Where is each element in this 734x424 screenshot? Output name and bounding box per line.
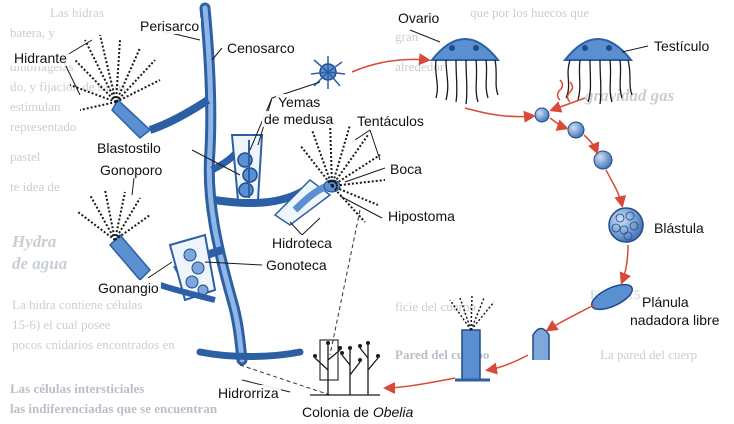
left-hydranth <box>70 35 160 138</box>
label-gonangio: Gonangio <box>96 280 161 296</box>
label-hidroteca: Hidroteca <box>270 235 334 251</box>
label-hipostoma: Hipostoma <box>386 208 457 224</box>
label-cenosarco: Cenosarco <box>225 40 297 56</box>
label-testiculo: Testículo <box>652 38 711 54</box>
colonia-prefix: Colonia de <box>302 404 373 420</box>
label-blastula: Blástula <box>652 220 706 236</box>
label-de-medusa: de medusa <box>262 111 335 127</box>
obelia-colony-inset <box>310 340 380 395</box>
label-perisarco: Perisarco <box>138 18 201 34</box>
label-nadadora-libre: nadadora libre <box>628 312 722 328</box>
central-gonangium <box>232 135 262 200</box>
male-medusa <box>565 39 632 104</box>
label-colonia-de-obelia: Colonia de Obelia <box>300 404 415 420</box>
label-yemas: Yemas <box>276 94 322 110</box>
colonia-genus: Obelia <box>373 404 413 420</box>
right-hydranth <box>275 120 385 225</box>
label-boca: Boca <box>388 161 424 177</box>
label-tentaculos: Tentáculos <box>355 113 426 129</box>
label-blastostilo: Blastostilo <box>95 140 163 156</box>
label-hidrante: Hidrante <box>12 50 69 66</box>
medusa-bud <box>311 56 345 89</box>
label-gonoteca: Gonoteca <box>264 257 329 273</box>
label-gonoporo: Gonoporo <box>98 162 164 178</box>
developmental-stages <box>450 80 643 380</box>
label-ovario: Ovario <box>396 10 441 26</box>
label-hidrorriza: Hidrorriza <box>216 385 281 401</box>
label-planula: Plánula <box>640 294 691 310</box>
female-medusa <box>432 39 498 104</box>
